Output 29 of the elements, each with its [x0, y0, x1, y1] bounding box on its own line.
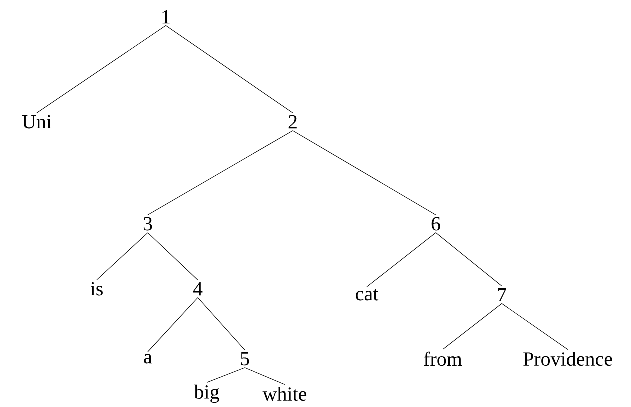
tree-branch — [502, 303, 568, 350]
tree-node-label: from — [424, 352, 462, 366]
tree-branch — [96, 232, 148, 280]
tree-branch — [198, 298, 246, 350]
tree-branch — [436, 232, 502, 287]
tree-branch — [206, 368, 246, 383]
tree-node-label: Uni — [22, 115, 52, 129]
tree-branch — [292, 130, 436, 216]
tree-node-label: is — [90, 282, 103, 296]
tree-branch — [366, 232, 436, 288]
tree-branch — [36, 26, 166, 114]
tree-node-label: 1 — [162, 10, 170, 24]
tree-branch — [148, 298, 198, 352]
tree-node-label: 6 — [432, 217, 440, 231]
tree-node-label: 7 — [498, 288, 506, 302]
tree-branch — [244, 368, 286, 386]
tree-branch — [442, 303, 502, 350]
tree-node-label: Providence — [524, 352, 612, 366]
tree-branch — [148, 130, 294, 216]
tree-node-label: cat — [356, 289, 379, 301]
tree-branch — [166, 26, 294, 114]
tree-node-label: white — [262, 386, 307, 402]
tree-node-label: big — [194, 384, 220, 404]
tree-node-label: 3 — [144, 217, 152, 231]
tree-node-label: 4 — [193, 282, 203, 296]
tree-node-label: 2 — [288, 115, 297, 129]
tree-branch — [148, 232, 198, 281]
tree-node-label: 5 — [241, 352, 250, 366]
tree-node-label: a — [144, 354, 152, 364]
